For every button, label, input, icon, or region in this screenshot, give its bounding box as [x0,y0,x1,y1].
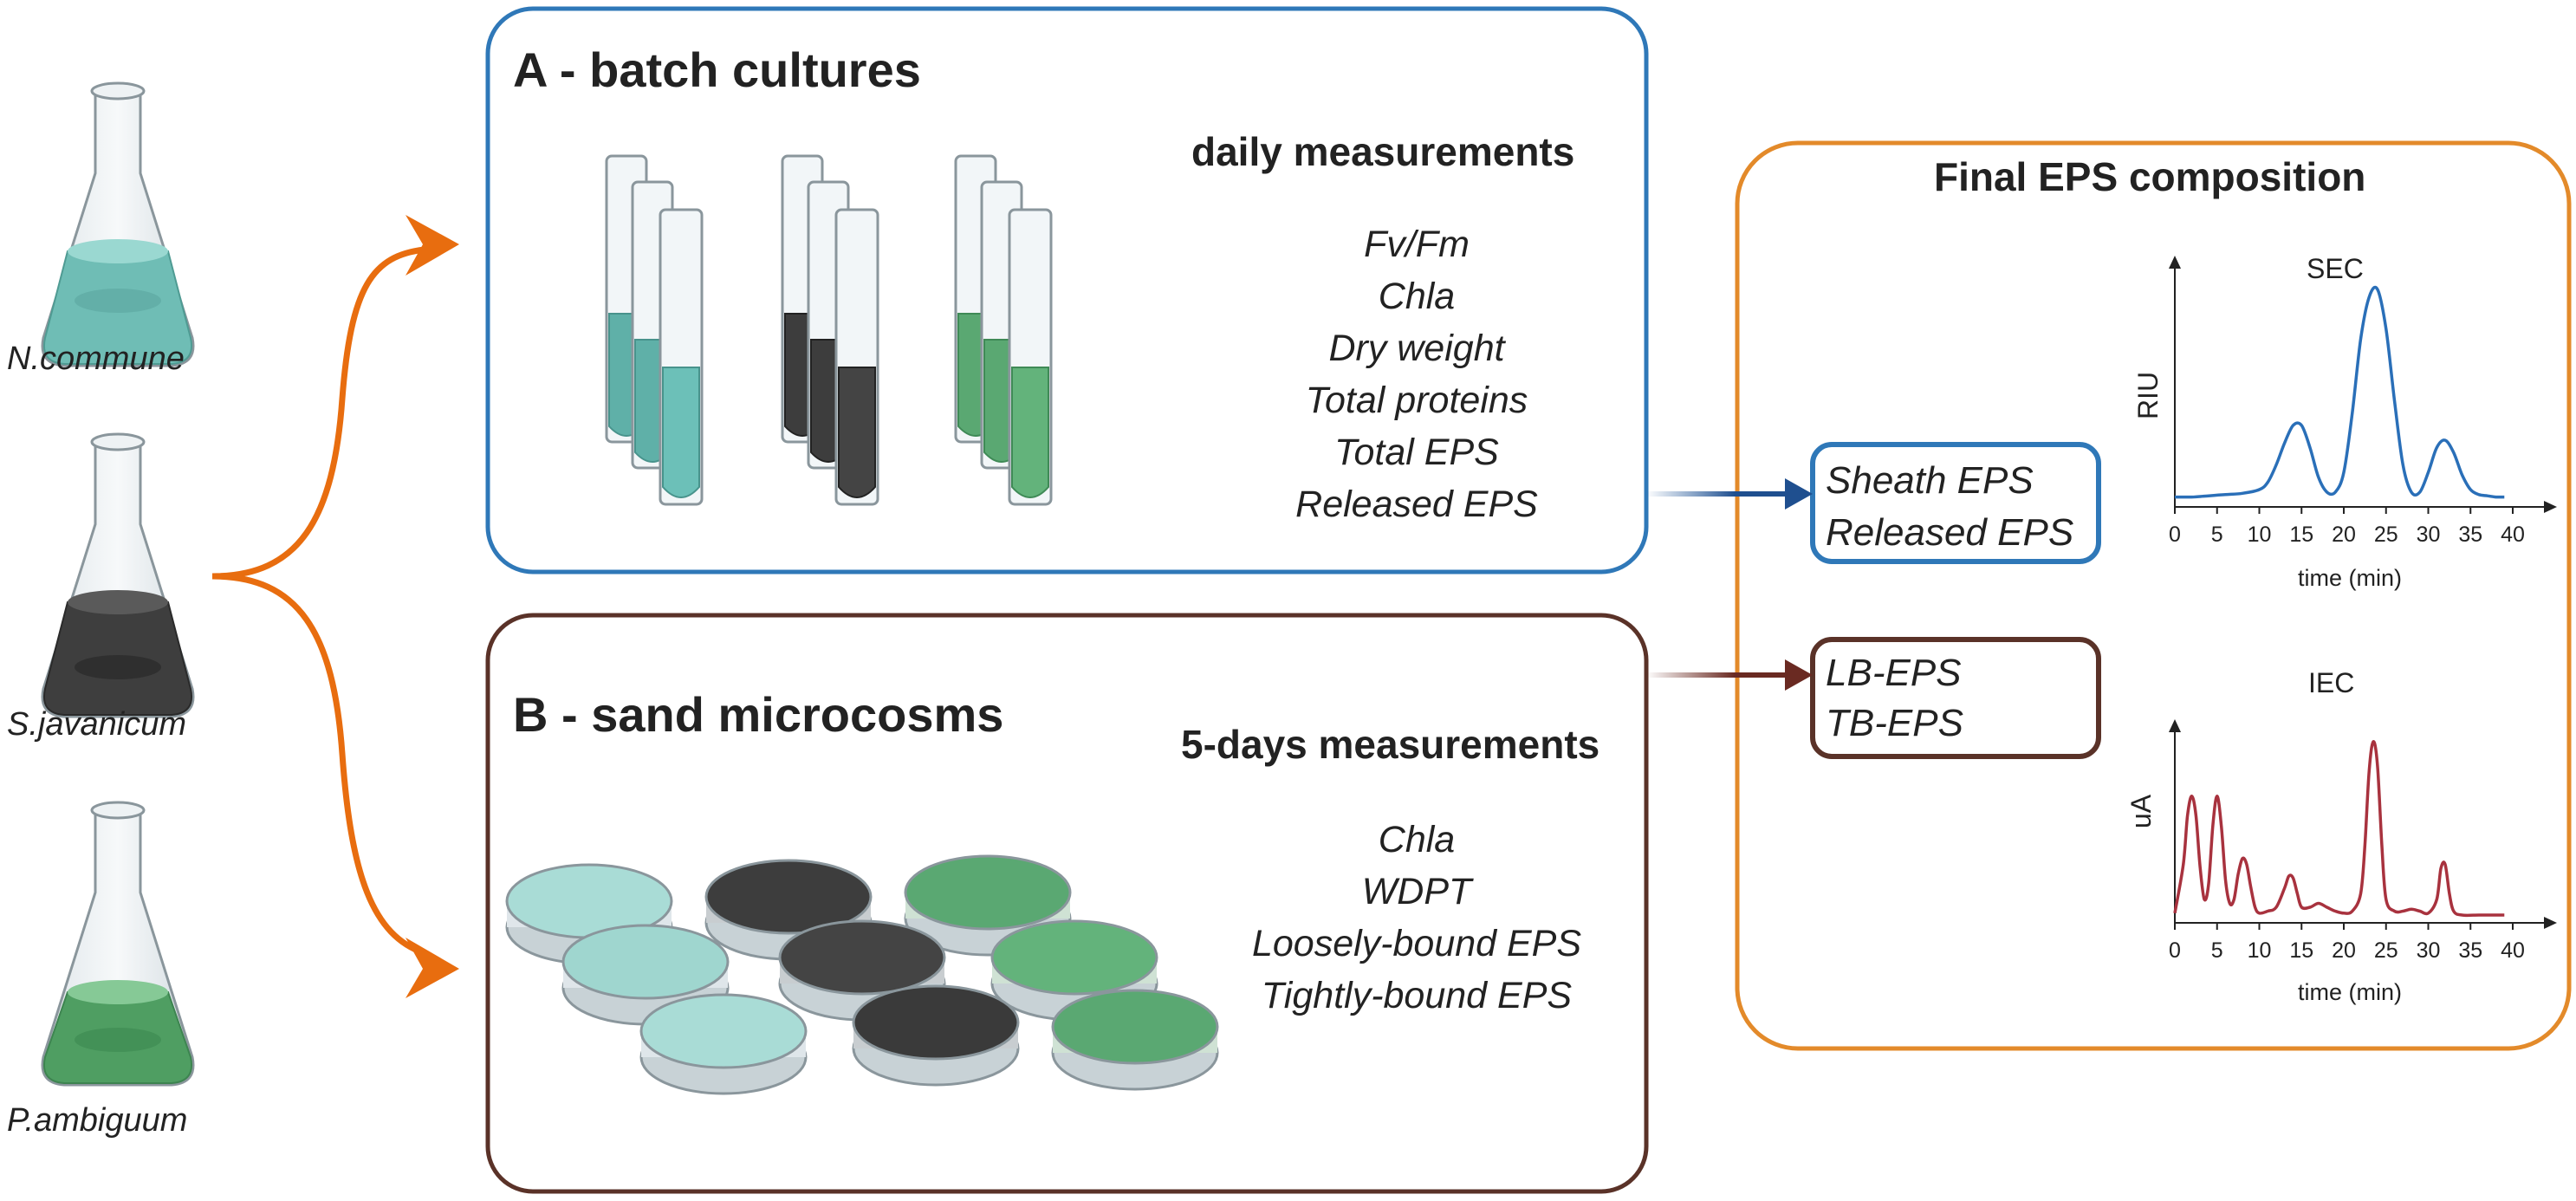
sec-tick-label: 25 [2374,523,2398,547]
species-label-1: N.commune [7,341,185,377]
panel-b-measurements: Chla WDPT Loosely-bound EPS Tightly-boun… [1213,819,1620,1027]
iec-xlabel: time (min) [2298,979,2402,1005]
species-label-3: P.ambiguum [7,1102,188,1139]
final-title: Final EPS composition [1934,154,2366,199]
measurement-item: Chla [1378,276,1456,317]
iec-tick-label: 20 [2332,938,2356,963]
eps-box-a-line-1: Sheath EPS [1826,459,2034,502]
iec-axes [2174,728,2547,924]
test-tubes-green [954,154,1053,506]
sec-y-arrow-icon [2169,256,2181,269]
arrow-a-to-final [1646,478,1813,510]
sec-x-ticks: 0 5 10 15 20 25 30 35 40 [2169,507,2525,547]
panel-a-subtitle: daily measurements [1191,129,1575,174]
eps-box-b-line-1: LB-EPS [1826,652,1962,694]
eps-box-a-line-2: Released EPS [1826,511,2074,554]
measurement-item: Tightly-bound EPS [1261,975,1573,1016]
iec-tick-label: 35 [2458,938,2482,963]
sec-tick-label: 5 [2211,523,2223,547]
arrow-b-to-final [1646,659,1813,691]
iec-tick-label: 40 [2501,938,2525,963]
measurement-item: Fv/Fm [1364,224,1470,265]
eps-box-a [1810,442,2101,564]
flask-n-commune [41,81,195,367]
final-eps-box [1735,140,2572,1051]
petri-dishes [505,854,1219,1095]
sec-tick-label: 15 [2289,523,2313,547]
measurement-item: Total proteins [1305,380,1528,421]
flask-s-javanicum [41,432,195,718]
sec-tick-label: 0 [2169,523,2181,547]
eps-box-b [1810,637,2101,759]
sec-curve [2174,285,2505,499]
panel-a-title: A - batch cultures [513,42,921,97]
test-tubes-teal [605,154,704,506]
measurement-item: Total EPS [1334,432,1499,473]
flask-p-ambiguum [41,801,195,1087]
sec-tick-label: 10 [2248,523,2272,547]
iec-tick-label: 30 [2417,938,2441,963]
branch-arrows [211,215,459,998]
test-tubes-dark [781,154,879,506]
iec-tick-label: 15 [2289,938,2313,963]
measurement-item: Released EPS [1295,484,1538,525]
iec-x-ticks: 0 5 10 15 20 25 30 35 40 [2169,923,2525,963]
iec-y-arrow-icon [2169,719,2181,732]
sec-tick-label: 20 [2332,523,2356,547]
iec-tick-label: 5 [2211,938,2223,963]
iec-x-arrow-icon [2544,917,2557,929]
sec-title: SEC [2307,253,2364,284]
sec-ylabel: RIU [2132,371,2164,420]
iec-tick-label: 25 [2374,938,2398,963]
iec-title: IEC [2308,667,2355,698]
panel-b-subtitle: 5-days measurements [1181,722,1600,767]
sec-xlabel: time (min) [2298,565,2402,591]
measurement-item: Loosely-bound EPS [1251,923,1582,964]
panel-a-measurements: Fv/Fm Chla Dry weight Total proteins Tot… [1235,224,1599,536]
panel-a-box [485,6,1649,575]
measurement-item: Chla [1378,819,1456,860]
sec-x-arrow-icon [2544,501,2557,513]
iec-tick-label: 10 [2248,938,2272,963]
species-label-2: S.javanicum [7,706,186,743]
measurement-item: WDPT [1361,871,1472,912]
panel-b-title: B - sand microcosms [513,687,1004,742]
sec-tick-label: 30 [2417,523,2441,547]
sec-tick-label: 35 [2458,523,2482,547]
iec-ylabel: uA [2125,794,2157,829]
measurement-item: Dry weight [1328,328,1505,369]
sec-tick-label: 40 [2501,523,2525,547]
iec-curve [2173,740,2505,918]
sec-axes [2174,264,2547,508]
iec-tick-label: 0 [2169,938,2181,963]
eps-box-b-line-2: TB-EPS [1826,702,1963,744]
